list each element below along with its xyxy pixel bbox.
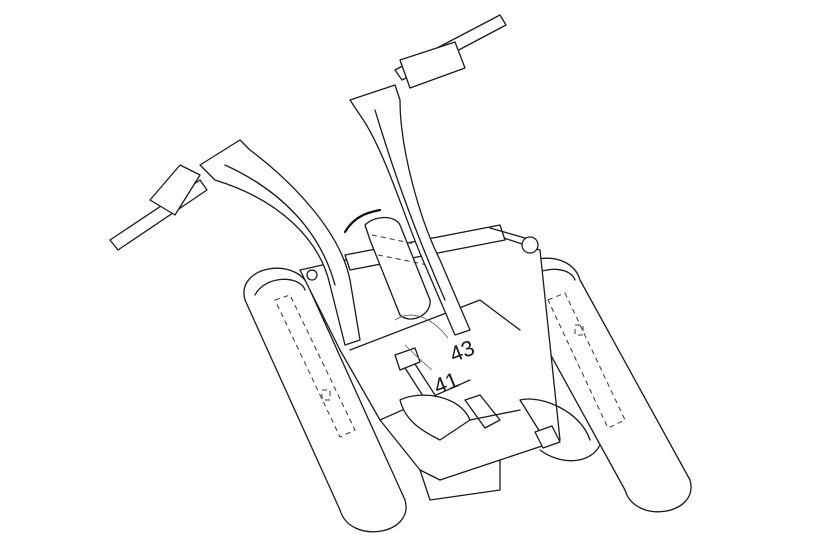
leader-line-41 bbox=[404, 344, 433, 371]
right-handlebar bbox=[349, 14, 507, 336]
lower-mechanism bbox=[394, 347, 601, 462]
left-handlebar bbox=[109, 139, 361, 346]
leader-line-43 bbox=[394, 314, 449, 339]
left-float bbox=[243, 267, 407, 533]
steering-column bbox=[343, 208, 431, 320]
